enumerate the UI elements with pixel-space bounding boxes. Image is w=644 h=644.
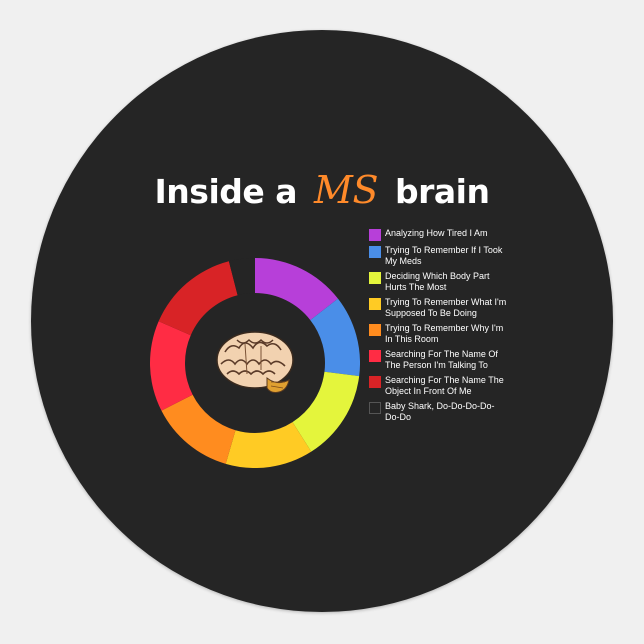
donut-slice	[161, 394, 236, 464]
legend-item: Trying To Remember If I Took My Meds	[369, 245, 509, 267]
legend-label: Trying To Remember Why I'm In This Room	[385, 323, 504, 344]
legend-item: Deciding Which Body Part Hurts The Most	[369, 271, 509, 293]
legend-swatch	[369, 324, 381, 336]
donut-slice	[310, 298, 360, 377]
donut-slice	[255, 258, 338, 321]
legend-label: Searching For The Name Of The Person I'm…	[385, 349, 498, 370]
title-highlight: MS	[314, 168, 378, 212]
legend: Analyzing How Tired I Am Trying To Remem…	[369, 228, 509, 427]
donut-slice	[228, 258, 255, 296]
donut-slice	[225, 422, 312, 468]
legend-swatch	[369, 350, 381, 362]
legend-item: Analyzing How Tired I Am	[369, 228, 509, 241]
legend-swatch	[369, 376, 381, 388]
donut-slice	[158, 261, 238, 336]
donut-chart	[150, 258, 360, 468]
legend-label: Baby Shark, Do-Do-Do-Do-Do-Do	[385, 401, 495, 422]
legend-swatch	[369, 298, 381, 310]
legend-item: Baby Shark, Do-Do-Do-Do-Do-Do	[369, 401, 509, 423]
title-prefix: Inside a	[154, 172, 298, 211]
donut-slice	[292, 371, 360, 452]
legend-item: Searching For The Name The Object In Fro…	[369, 375, 509, 397]
legend-item: Searching For The Name Of The Person I'm…	[369, 349, 509, 371]
legend-item: Trying To Remember What I'm Supposed To …	[369, 297, 509, 319]
legend-swatch	[369, 229, 381, 241]
legend-swatch	[369, 272, 381, 284]
legend-swatch	[369, 402, 381, 414]
donut-slice	[150, 321, 193, 411]
brain-icon	[216, 331, 294, 393]
legend-label: Analyzing How Tired I Am	[385, 228, 488, 238]
legend-label: Searching For The Name The Object In Fro…	[385, 375, 504, 396]
legend-label: Trying To Remember What I'm Supposed To …	[385, 297, 507, 318]
title-suffix: brain	[394, 172, 490, 211]
chart-title: Inside a MS brain	[0, 168, 644, 212]
legend-label: Deciding Which Body Part Hurts The Most	[385, 271, 490, 292]
legend-swatch	[369, 246, 381, 258]
legend-item: Trying To Remember Why I'm In This Room	[369, 323, 509, 345]
legend-label: Trying To Remember If I Took My Meds	[385, 245, 503, 266]
